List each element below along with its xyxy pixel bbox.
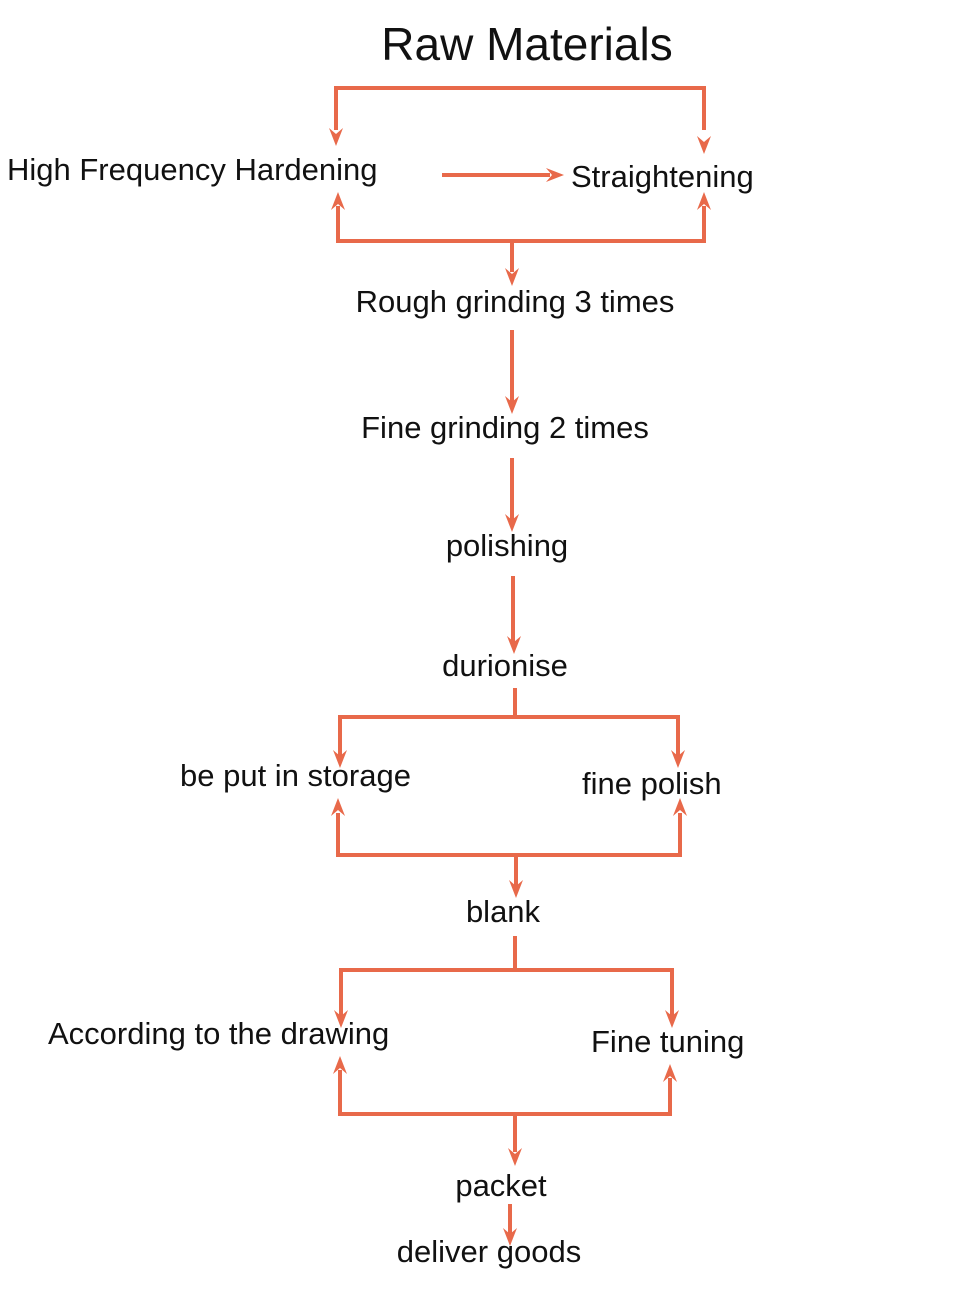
arrowhead-to-polishing bbox=[505, 514, 519, 532]
arrowhead-loop3-right-up bbox=[663, 1064, 677, 1082]
arrowhead-loop1-right-down bbox=[697, 136, 711, 154]
arrowhead-loop2-right-up bbox=[673, 798, 687, 816]
node-durionise: durionise bbox=[442, 648, 568, 683]
arrowhead-loop3-left-down bbox=[334, 1010, 348, 1028]
arrowhead-loop2-left-down bbox=[333, 750, 347, 768]
flow-labels: Raw Materials High Frequency Hardening S… bbox=[7, 18, 754, 1269]
node-be-put-in-storage: be put in storage bbox=[180, 758, 411, 793]
arrowhead-to-fine bbox=[505, 396, 519, 414]
node-fine-tuning: Fine tuning bbox=[591, 1024, 744, 1059]
node-rough-grinding: Rough grinding 3 times bbox=[356, 284, 675, 319]
arrowhead-to-deliver bbox=[503, 1228, 517, 1246]
node-polishing: polishing bbox=[446, 528, 568, 563]
arrowhead-loop3-left-up bbox=[333, 1056, 347, 1074]
node-fine-polish: fine polish bbox=[582, 766, 722, 801]
arrowhead-loop1-right-up bbox=[697, 192, 711, 210]
node-according-to-drawing: According to the drawing bbox=[48, 1016, 389, 1051]
node-high-frequency-hardening: High Frequency Hardening bbox=[7, 152, 378, 187]
arrowhead-loop1-left-down bbox=[329, 128, 343, 146]
arrowhead-to-durionise bbox=[507, 636, 521, 654]
arrowhead-to-straightening bbox=[546, 168, 564, 182]
arrowhead-loop2-left-up bbox=[331, 798, 345, 816]
title-raw-materials: Raw Materials bbox=[381, 18, 672, 70]
node-blank: blank bbox=[466, 894, 541, 929]
node-straightening: Straightening bbox=[571, 159, 754, 194]
node-packet: packet bbox=[455, 1168, 547, 1203]
node-fine-grinding: Fine grinding 2 times bbox=[361, 410, 649, 445]
arrowhead-loop3-right-down bbox=[665, 1010, 679, 1028]
flow-connectors bbox=[329, 86, 711, 1246]
node-deliver-goods: deliver goods bbox=[397, 1234, 581, 1269]
arrowhead-loop1-left-up bbox=[331, 192, 345, 210]
arrowhead-loop2-right-down bbox=[671, 750, 685, 768]
arrowhead-to-packet bbox=[508, 1148, 522, 1166]
arrowhead-to-rough bbox=[505, 268, 519, 286]
arrowhead-to-blank bbox=[509, 880, 523, 898]
